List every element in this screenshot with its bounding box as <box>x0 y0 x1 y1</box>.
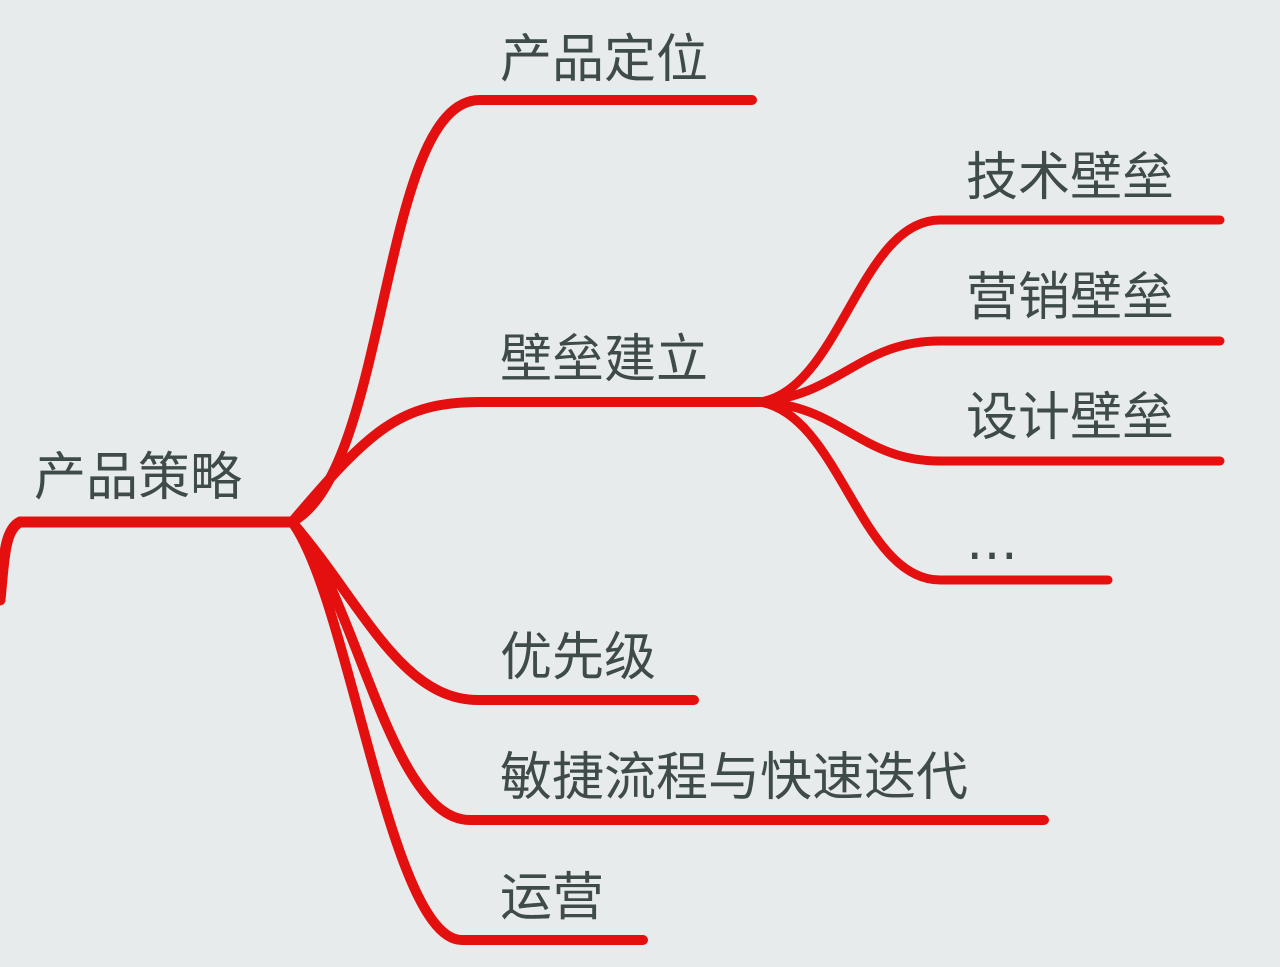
connector-marketing-barrier <box>755 336 1225 407</box>
subbranch-design-barrier: 设计壁垒 <box>966 388 1175 448</box>
branch-product-positioning: 产品定位 <box>500 30 709 90</box>
connector-tech-barrier <box>755 215 1225 407</box>
branch-priority: 优先级 <box>500 628 657 688</box>
branch-operations: 运营 <box>500 868 605 928</box>
root-node-label: 产品策略 <box>34 448 243 508</box>
connector-operations <box>287 517 648 945</box>
connector-agile-iteration <box>287 517 1049 825</box>
subbranch-tech-barrier: 技术壁垒 <box>966 148 1175 208</box>
connector-product-positioning <box>287 95 757 527</box>
subbranch-more-barriers: … <box>966 512 1018 572</box>
connector-design-barrier <box>755 397 1225 466</box>
root-underline <box>0 516 298 606</box>
branch-barrier-building: 壁垒建立 <box>500 330 709 390</box>
connector-more-barriers <box>755 397 1113 585</box>
subbranch-marketing-barrier: 营销壁垒 <box>966 268 1175 328</box>
connector-barrier-building <box>287 397 765 527</box>
branch-agile-iteration: 敏捷流程与快速迭代 <box>500 748 969 808</box>
